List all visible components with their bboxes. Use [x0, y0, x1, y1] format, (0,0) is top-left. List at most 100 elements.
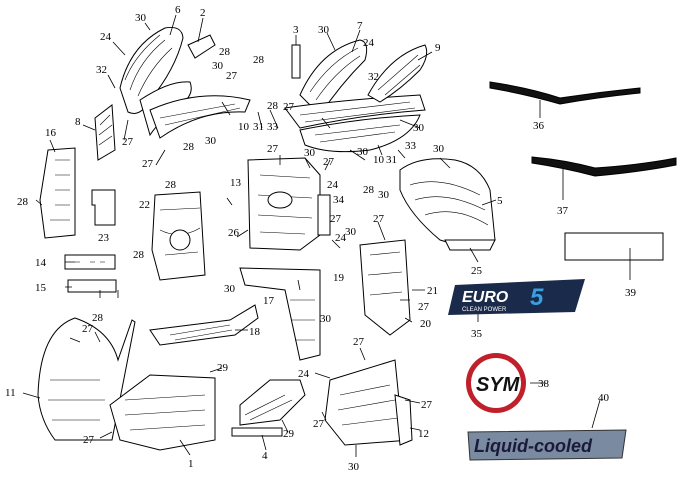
callout-28-f: 28 [165, 179, 177, 191]
part-13-inner-panel [247, 157, 321, 251]
callout-20: 20 [420, 318, 432, 330]
callout-16: 16 [45, 127, 57, 139]
callout-24-b: 24 [363, 37, 375, 49]
callout-32-a: 32 [96, 64, 107, 76]
callout-13: 13 [230, 177, 242, 189]
callout-3: 3 [293, 24, 299, 36]
callout-2: 2 [200, 7, 206, 19]
part-5-lower-cowl [399, 158, 496, 251]
callout-30-g: 30 [357, 146, 369, 158]
callout-36: 36 [533, 120, 545, 132]
callout-30-b: 30 [212, 60, 224, 72]
callout-27-i: 27 [418, 301, 430, 313]
callout-30-a: 30 [135, 12, 147, 24]
callout-27-b: 27 [122, 136, 134, 148]
callout-28-d: 28 [267, 100, 279, 112]
part-1-lower-frame [109, 374, 216, 451]
part-2-bracket [187, 34, 216, 59]
callout-30-j: 30 [345, 226, 357, 238]
callout-7: 7 [357, 20, 363, 32]
part-37-trim-strip [531, 156, 677, 177]
sym-logo-text: SYM [476, 374, 521, 396]
callout-27-j: 27 [82, 323, 94, 335]
callout-28-a: 28 [219, 46, 231, 58]
part-3-pin [291, 44, 301, 79]
part-18-floor-board [149, 304, 259, 346]
leader-lines [22, 14, 631, 457]
callout-30-k: 30 [224, 283, 236, 295]
part-9-right-wing [367, 44, 428, 103]
part-4-linkage [231, 379, 306, 437]
callout-32-b: 32 [368, 71, 379, 83]
callout-24-e: 24 [298, 368, 310, 380]
part-16-side-bracket [39, 147, 76, 239]
callout-38: 38 [538, 378, 550, 390]
callout-34: 34 [333, 194, 345, 206]
callout-30-e: 30 [413, 122, 425, 134]
callout-22: 22 [139, 199, 150, 211]
callout-30-i: 30 [378, 189, 390, 201]
callout-27-f: 27 [267, 143, 279, 155]
callout-27-n: 27 [313, 418, 325, 430]
callout-4: 4 [262, 450, 268, 462]
part-36-trim-strip [489, 81, 641, 105]
liquid-cooled-badge: Liquid-cooled [467, 429, 627, 461]
callout-31-a: 31 [253, 121, 264, 133]
euro5-logo: EURO 5 CLEAN POWER [448, 279, 585, 315]
part-12-lower-cowl [324, 359, 413, 446]
callout-28-h: 28 [17, 196, 29, 208]
part-22-fuel-tank [151, 191, 206, 281]
callout-29-a: 29 [217, 362, 229, 374]
part-19-center-console [359, 239, 411, 336]
part-15-bracket [67, 279, 117, 293]
callout-21: 21 [427, 285, 438, 297]
callout-30-d: 30 [318, 24, 330, 36]
callout-10-a: 10 [238, 121, 250, 133]
callout-10-b: 10 [373, 154, 385, 166]
callout-12: 12 [418, 428, 429, 440]
callout-27-g: 27 [330, 213, 342, 225]
euro5-logo-number: 5 [530, 284, 544, 311]
callout-40: 40 [598, 392, 610, 404]
part-34-strip [317, 194, 331, 236]
callout-labels: 6 2 30 24 28 32 30 27 8 27 16 27 28 30 1… [5, 4, 637, 473]
callout-27-m: 27 [421, 399, 433, 411]
euro5-logo-subtext: CLEAN POWER [462, 307, 507, 313]
callout-30-c: 30 [205, 135, 217, 147]
callout-9: 9 [435, 42, 441, 54]
callout-8: 8 [75, 116, 81, 128]
callout-17: 17 [263, 295, 275, 307]
callout-33-a: 33 [267, 121, 279, 133]
callout-37: 37 [557, 205, 569, 217]
callout-24-d: 24 [335, 232, 347, 244]
callout-23: 23 [98, 232, 110, 244]
callout-30-m: 30 [348, 461, 360, 473]
callout-27-e: 27 [323, 156, 335, 168]
callout-27-k: 27 [83, 434, 95, 446]
callout-28-e: 28 [363, 184, 375, 196]
callout-19: 19 [333, 272, 345, 284]
callout-5: 5 [497, 195, 503, 207]
callout-27-d: 27 [283, 101, 295, 113]
euro5-logo-text: EURO [462, 289, 509, 306]
part-7-right-cowl [284, 39, 426, 153]
callout-27-l: 27 [353, 336, 365, 348]
callout-18: 18 [249, 326, 261, 338]
callout-30-l: 30 [320, 313, 332, 325]
part-39-decal [564, 232, 664, 261]
liquid-cooled-text: Liquid-cooled [474, 436, 593, 456]
callout-11: 11 [5, 387, 16, 399]
callout-27-a: 27 [226, 70, 238, 82]
callout-33-b: 33 [405, 140, 417, 152]
callout-35: 35 [471, 328, 483, 340]
callout-29-b: 29 [283, 428, 295, 440]
callout-30-h: 30 [304, 147, 316, 159]
callout-6: 6 [175, 4, 181, 16]
part-17-center-cover [239, 267, 321, 361]
callout-27-c: 27 [142, 158, 154, 170]
callout-15: 15 [35, 282, 47, 294]
callout-28-b: 28 [183, 141, 195, 153]
callout-28-i: 28 [92, 312, 104, 324]
